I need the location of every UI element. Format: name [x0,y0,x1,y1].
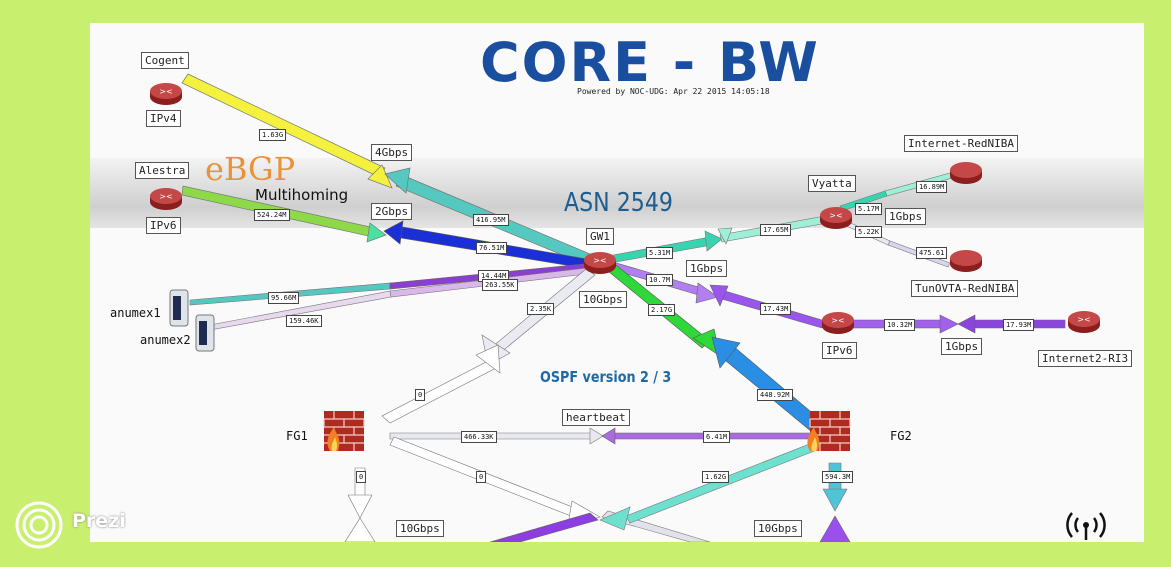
node-label-fg1[interactable]: FG1 [286,429,308,443]
rate-label: 159.46K [286,315,322,327]
link-ipv6-gw1-arrowhead [709,284,729,307]
rate-label: 466.33K [461,431,497,443]
ebgp-annotation: eBGP [205,150,296,188]
link-gw1-alestra-arrowhead [383,220,404,245]
rate-label: 0 [356,471,367,483]
link-cogent-out [181,73,386,178]
node-label-cogent[interactable]: Cogent [141,52,189,69]
capacity-label-alestra: 2Gbps [371,203,413,220]
ospf-annotation: OSPF version 2 / 3 [540,368,672,386]
node-label-ipv6-left[interactable]: IPv6 [146,217,181,234]
rate-label: 5.31M [646,247,674,259]
link-fg1-gw1 [381,360,497,424]
link-i2-ipv6-arrowhead [957,314,976,334]
rate-label: 594.3M [822,471,854,483]
rate-label: 475.61 [916,247,948,259]
capacity-label-ipv6-link: 1Gbps [941,338,983,355]
capacity-label-fg1-bottom: 10Gbps [396,520,444,537]
capacity-label-cogent: 4Gbps [371,144,413,161]
rate-label: 17.65M [760,224,792,236]
rate-label: 76.51M [476,242,508,254]
link-ipv6-i2-arrowhead [939,314,959,334]
node-label-anumex2[interactable]: anumex2 [140,333,191,347]
node-label-vyatta[interactable]: Vyatta [808,175,856,192]
rate-label: 1.63G [259,129,287,141]
link-gw1-vyatta-arrowhead [704,230,723,252]
rate-label: 0 [415,389,426,401]
link-fg1-down-return [344,517,376,542]
link-fg1-gw1-arrowhead [475,344,501,374]
link-fg2-fg1-arrowhead [601,427,616,445]
node-label-internet2[interactable]: Internet2-RI3 [1038,350,1133,367]
node-label-heartbeat: heartbeat [562,409,630,426]
rate-label: 2.17G [648,304,676,316]
rate-label: 263.55K [482,279,518,291]
rate-label: 17.43M [760,303,792,315]
rate-label: 1.62G [702,471,730,483]
link-cogent-arrowhead [367,164,393,189]
link-fg2-cross-return [489,512,599,542]
capacity-label-gw1: 10Gbps [579,291,627,308]
node-label-ipv6-right[interactable]: IPv6 [822,342,857,359]
capacity-label-vyatta-gw1: 1Gbps [686,260,728,277]
rate-label: 524.24M [254,209,290,221]
asn-annotation: ASN 2549 [564,188,673,218]
rate-label: 6.41M [703,431,731,443]
capacity-label-vyatta-right: 1Gbps [885,208,927,225]
rate-label: 10.32M [884,319,916,331]
link-alestra-arrowhead [366,222,387,243]
slide-canvas: >< >< >< >< >< >< [90,23,1144,542]
link-gw1-ipv6-arrowhead [695,282,719,304]
rate-label: 5.17M [855,203,883,215]
node-label-alestra[interactable]: Alestra [135,162,190,179]
node-label-ipv4[interactable]: IPv4 [146,110,181,127]
link-gw1-cogent-arrowhead [384,167,411,194]
rate-label: 0 [476,471,487,483]
node-label-anumex1[interactable]: anumex1 [110,306,161,320]
prezi-brand-text: Prezi [72,510,126,532]
prezi-logo-icon [15,501,63,549]
rate-label: 448.92M [757,389,793,401]
link-fg1-fg2-arrowhead [589,427,604,445]
page-title: CORE - BW [480,31,820,94]
link-fg2-cross-arrowhead [599,506,631,531]
link-fg2-cross [625,442,818,524]
node-label-internet-rednib[interactable]: Internet-RedNIBA [904,135,1018,152]
link-fg2-down-arrowhead [822,488,848,512]
rate-label: 95.66M [268,292,300,304]
signal-icon[interactable] [1058,508,1114,542]
link-vyatta-gw1-arrowhead [717,227,733,245]
node-label-tunovta[interactable]: TunOVTA-RedNIBA [911,280,1019,297]
capacity-label-fg2-bottom: 10Gbps [754,520,802,537]
node-label-fg2[interactable]: FG2 [890,429,912,443]
rate-label: 5.22K [855,226,883,238]
rate-label: 16.89M [916,181,948,193]
link-fg1-down-arrowhead [347,494,373,519]
rate-label: 2.35K [527,303,555,315]
link-fg2-gw1-arrowhead [711,336,741,369]
rate-label: 17.93M [1003,319,1035,331]
multihoming-annotation: Multihoming [255,186,349,204]
rate-label: 10.7M [646,274,674,286]
page-subtitle: Powered by NOC-UDG: Apr 22 2015 14:05:18 [577,87,770,96]
link-fg2-down-return [819,515,851,542]
node-label-gw1[interactable]: GW1 [586,228,614,245]
rate-label: 416.95M [473,214,509,226]
